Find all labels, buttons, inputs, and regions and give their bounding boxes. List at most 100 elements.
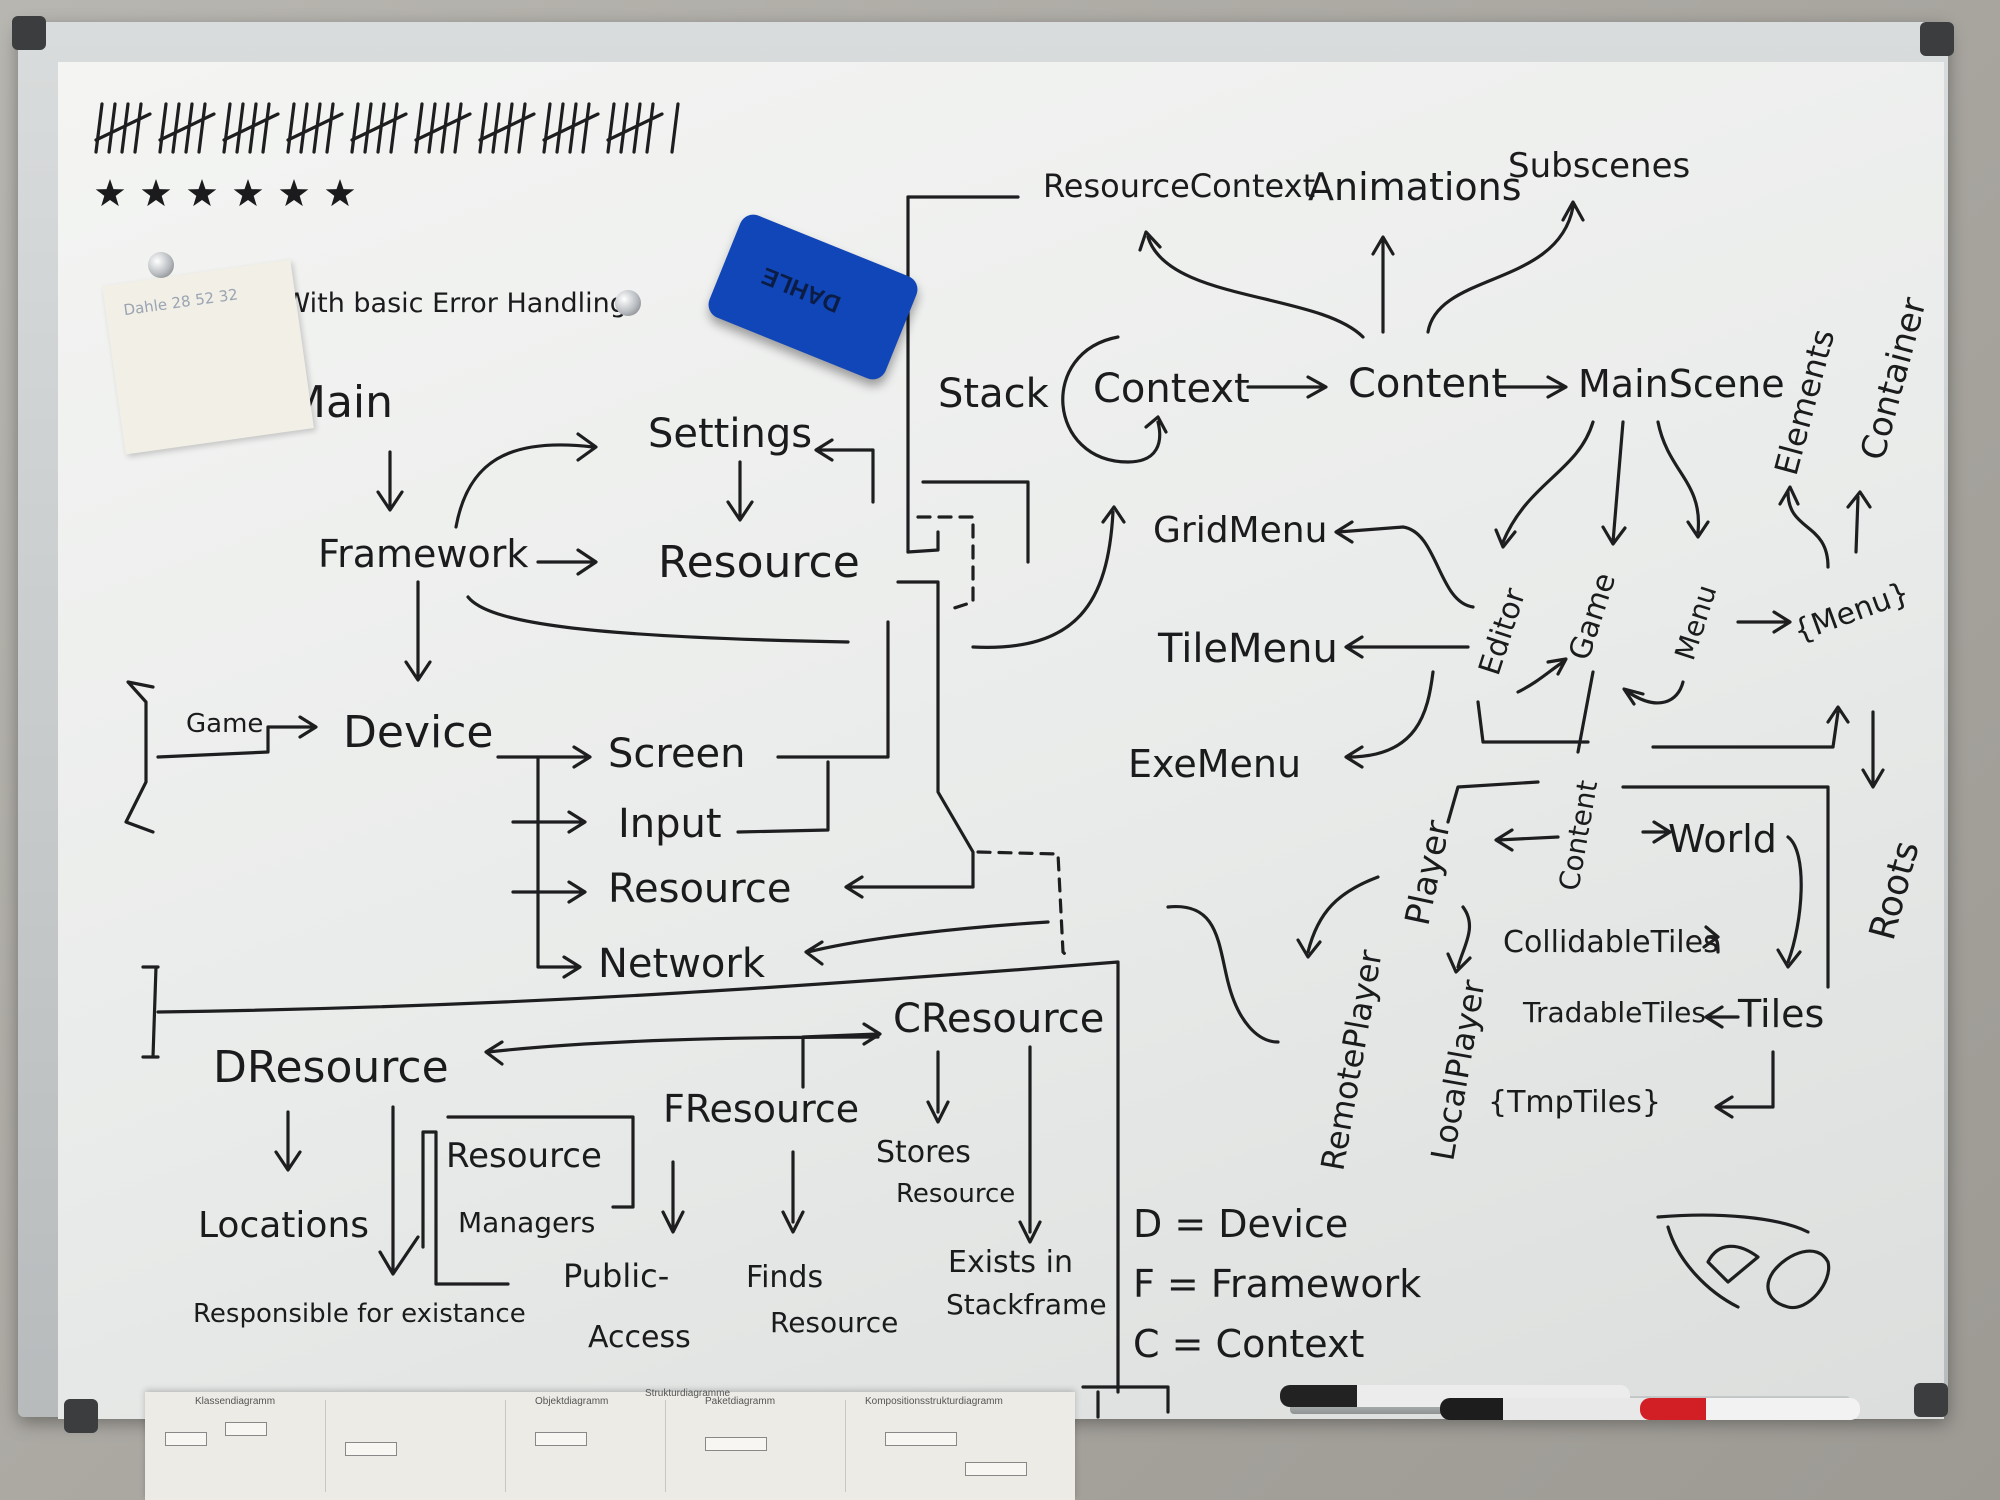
stack-label: Stack (938, 371, 1050, 417)
star-icon (279, 179, 309, 207)
editor-to-game-link (1476, 700, 1590, 744)
tally-slash (350, 112, 408, 142)
dashed-link-mid (976, 850, 1070, 959)
content-small-node: Content (1552, 778, 1604, 893)
roots-node: Roots (1862, 837, 1928, 945)
screen-link-line (776, 620, 890, 759)
tally-mark (286, 102, 296, 154)
tally-mark (222, 102, 232, 154)
star-icon (141, 179, 171, 207)
player-node: Player (1398, 817, 1459, 929)
menu-scene-node: Menu (1668, 581, 1723, 664)
tally-marks (94, 102, 680, 154)
tally-mark (389, 102, 399, 154)
subscenes-node: Subscenes (1508, 146, 1690, 186)
dresource-to-responsible-arrow (378, 1105, 420, 1276)
fresource-to-public-arrow (661, 1160, 685, 1234)
cresource-to-exists-arrow (1018, 1045, 1042, 1244)
mainscene-to-game-arrow (1601, 420, 1627, 546)
game-label: Game (186, 709, 263, 739)
frame-corner-tl (12, 16, 46, 50)
tally-mark (414, 102, 424, 154)
tally-mark (542, 102, 552, 154)
star-icon (233, 179, 263, 207)
menu-to-elements-arrow (1778, 485, 1830, 569)
star-icon (325, 179, 355, 207)
stores-resource-2: Resource (896, 1179, 1015, 1209)
menu-to-container-arrow (1846, 490, 1872, 554)
tally-mark (299, 102, 309, 154)
tally-mark (171, 102, 181, 154)
public-access-2: Access (588, 1320, 691, 1355)
tally-mark (568, 102, 578, 154)
game-scene-node: Game (1562, 569, 1623, 665)
editor-to-tilemenu-arrow (1344, 635, 1470, 659)
animations-node: Animations (1308, 165, 1522, 209)
stack-circle-arrow (1061, 335, 1168, 464)
resource-manager-label-2: Managers (458, 1206, 595, 1239)
menu-game-small-arrow (1622, 680, 1685, 706)
dashed-link-top (916, 515, 975, 612)
tally-mark (581, 102, 591, 154)
network-to-remote-line (1166, 905, 1280, 1044)
tally-slash (542, 112, 600, 142)
sheet-title-1: Klassendiagramm (195, 1396, 276, 1407)
world-to-tiles-arrow (1776, 835, 1803, 969)
tally-mark (632, 102, 642, 154)
tally-mark (107, 102, 117, 154)
whiteboard-surface: (With basic Error Handling) Main Framewo… (58, 62, 1944, 1419)
braced-menu-node: {Menu} (1789, 575, 1914, 649)
screen-node: Screen (608, 731, 746, 777)
tally-mark (363, 102, 373, 154)
tally-mark (555, 102, 565, 154)
cresource-to-stores-arrow (926, 1050, 950, 1124)
tally-slash (222, 112, 280, 142)
device-branch-line (496, 755, 582, 979)
whiteboard-frame: (With basic Error Handling) Main Framewo… (12, 16, 1954, 1433)
editor-game-small-arrow (1516, 657, 1568, 694)
tally-mark (440, 102, 450, 154)
tally-mark (504, 102, 514, 154)
rating-stars (95, 179, 355, 207)
content-to-player-arrow (1494, 828, 1560, 852)
resource-manager-box (421, 1115, 635, 1286)
tally-slash (94, 112, 152, 142)
frame-corner-tr (1920, 22, 1954, 56)
exists-in-1: Exists in (948, 1245, 1073, 1280)
framework-to-resource-arrow (536, 548, 598, 576)
context-to-content-arrow (1246, 375, 1328, 399)
eraser-brand: DAHLE (757, 261, 845, 318)
magnet-1[interactable] (148, 252, 174, 278)
content-to-subscenes-arrow (1426, 200, 1585, 334)
framework-to-device-arrow (404, 580, 432, 682)
tally-mark (645, 102, 655, 154)
tally-mark (235, 102, 245, 154)
magnet-2[interactable] (615, 290, 641, 316)
content-link-line (1446, 780, 1540, 824)
world-node: World (1668, 817, 1777, 861)
content-to-animations-arrow (1371, 235, 1395, 334)
tally-mark (453, 102, 463, 154)
legend-context: C = Context (1133, 1322, 1364, 1366)
tally-mark (427, 102, 437, 154)
tally-mark (197, 102, 207, 154)
tiles-node: Tiles (1737, 992, 1824, 1036)
tally-mark (517, 102, 527, 154)
cresource-node: CResource (893, 996, 1104, 1042)
remote-player-node: RemotePlayer (1313, 946, 1389, 1173)
red-marker[interactable] (1640, 1398, 1860, 1420)
content-to-world-arrow (1641, 820, 1672, 844)
section-divider-line (156, 960, 1120, 1394)
settings-node: Settings (648, 411, 812, 457)
tilemenu-node: TileMenu (1157, 626, 1338, 672)
tiles-to-tradable-arrow (1704, 1005, 1740, 1029)
doodle-sketch (1656, 1213, 1831, 1310)
architecture-diagram: (With basic Error Handling) Main Framewo… (94, 102, 1935, 1419)
gridmenu-node: GridMenu (1153, 510, 1327, 551)
tally-mark (94, 102, 104, 154)
sheet-title-5: Kompositionsstrukturdiagramm (865, 1396, 1003, 1407)
mainscene-to-editor-arrow (1494, 420, 1595, 549)
tally-slash (158, 112, 216, 142)
resource-top-node: Resource (658, 537, 860, 588)
game-to-device-arrow (156, 715, 318, 759)
